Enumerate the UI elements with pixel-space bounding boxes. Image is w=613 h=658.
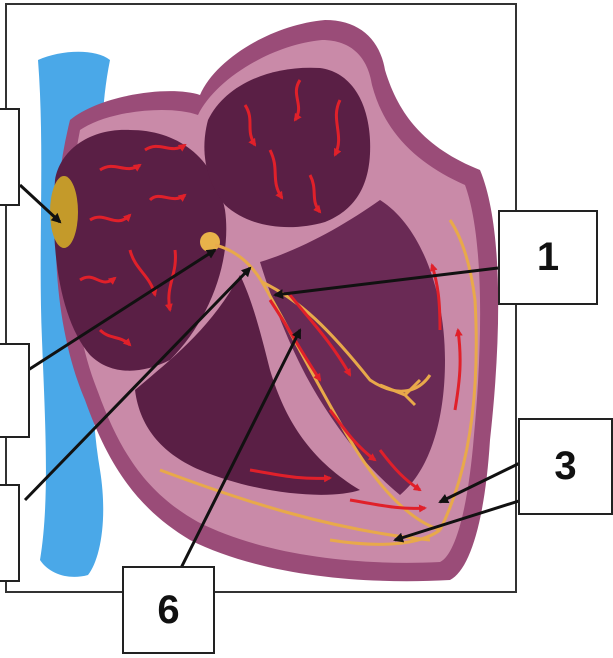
label-box-left-bottom	[0, 484, 20, 582]
label-box-3: 3	[518, 418, 613, 515]
label-box-left-mid	[0, 343, 30, 438]
av-node	[200, 232, 220, 252]
sa-node-region	[50, 176, 78, 248]
label-box-left-top	[0, 108, 20, 206]
label-box-1: 1	[498, 210, 598, 305]
label-box-6: 6	[122, 566, 215, 654]
